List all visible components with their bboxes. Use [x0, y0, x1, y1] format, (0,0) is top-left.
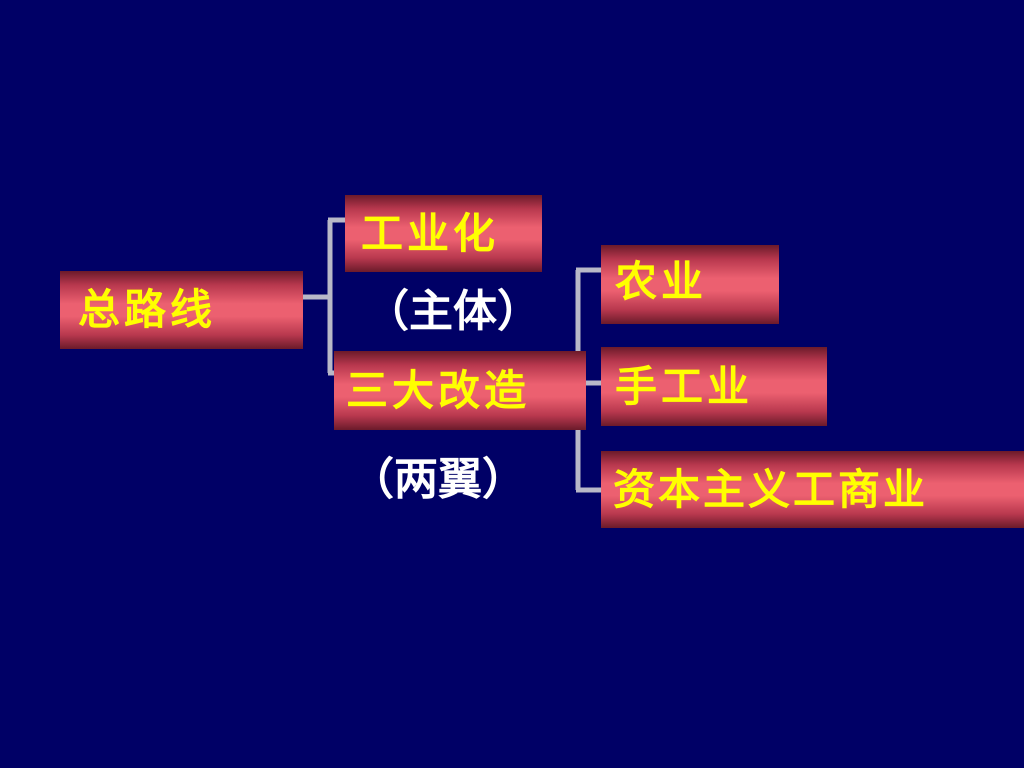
node-capitalist-commerce-label: 资本主义工商业 — [613, 464, 929, 514]
node-agriculture: 农业 — [601, 245, 779, 324]
node-agriculture-label: 农业 — [615, 257, 708, 306]
node-three-transformations: 三大改造 — [334, 351, 586, 430]
label-main-body: （主体） — [365, 286, 541, 337]
node-handicraft-label: 手工业 — [615, 361, 754, 411]
node-industrialization-label: 工业化 — [361, 208, 500, 258]
label-two-wings: （两翼） — [350, 454, 526, 505]
node-three-transformations-label: 三大改造 — [346, 365, 531, 415]
node-root: 总路线 — [60, 271, 303, 349]
node-root-label: 总路线 — [78, 285, 217, 334]
node-capitalist-commerce: 资本主义工商业 — [601, 451, 1024, 528]
node-industrialization: 工业化 — [345, 195, 542, 272]
node-handicraft: 手工业 — [601, 347, 827, 426]
